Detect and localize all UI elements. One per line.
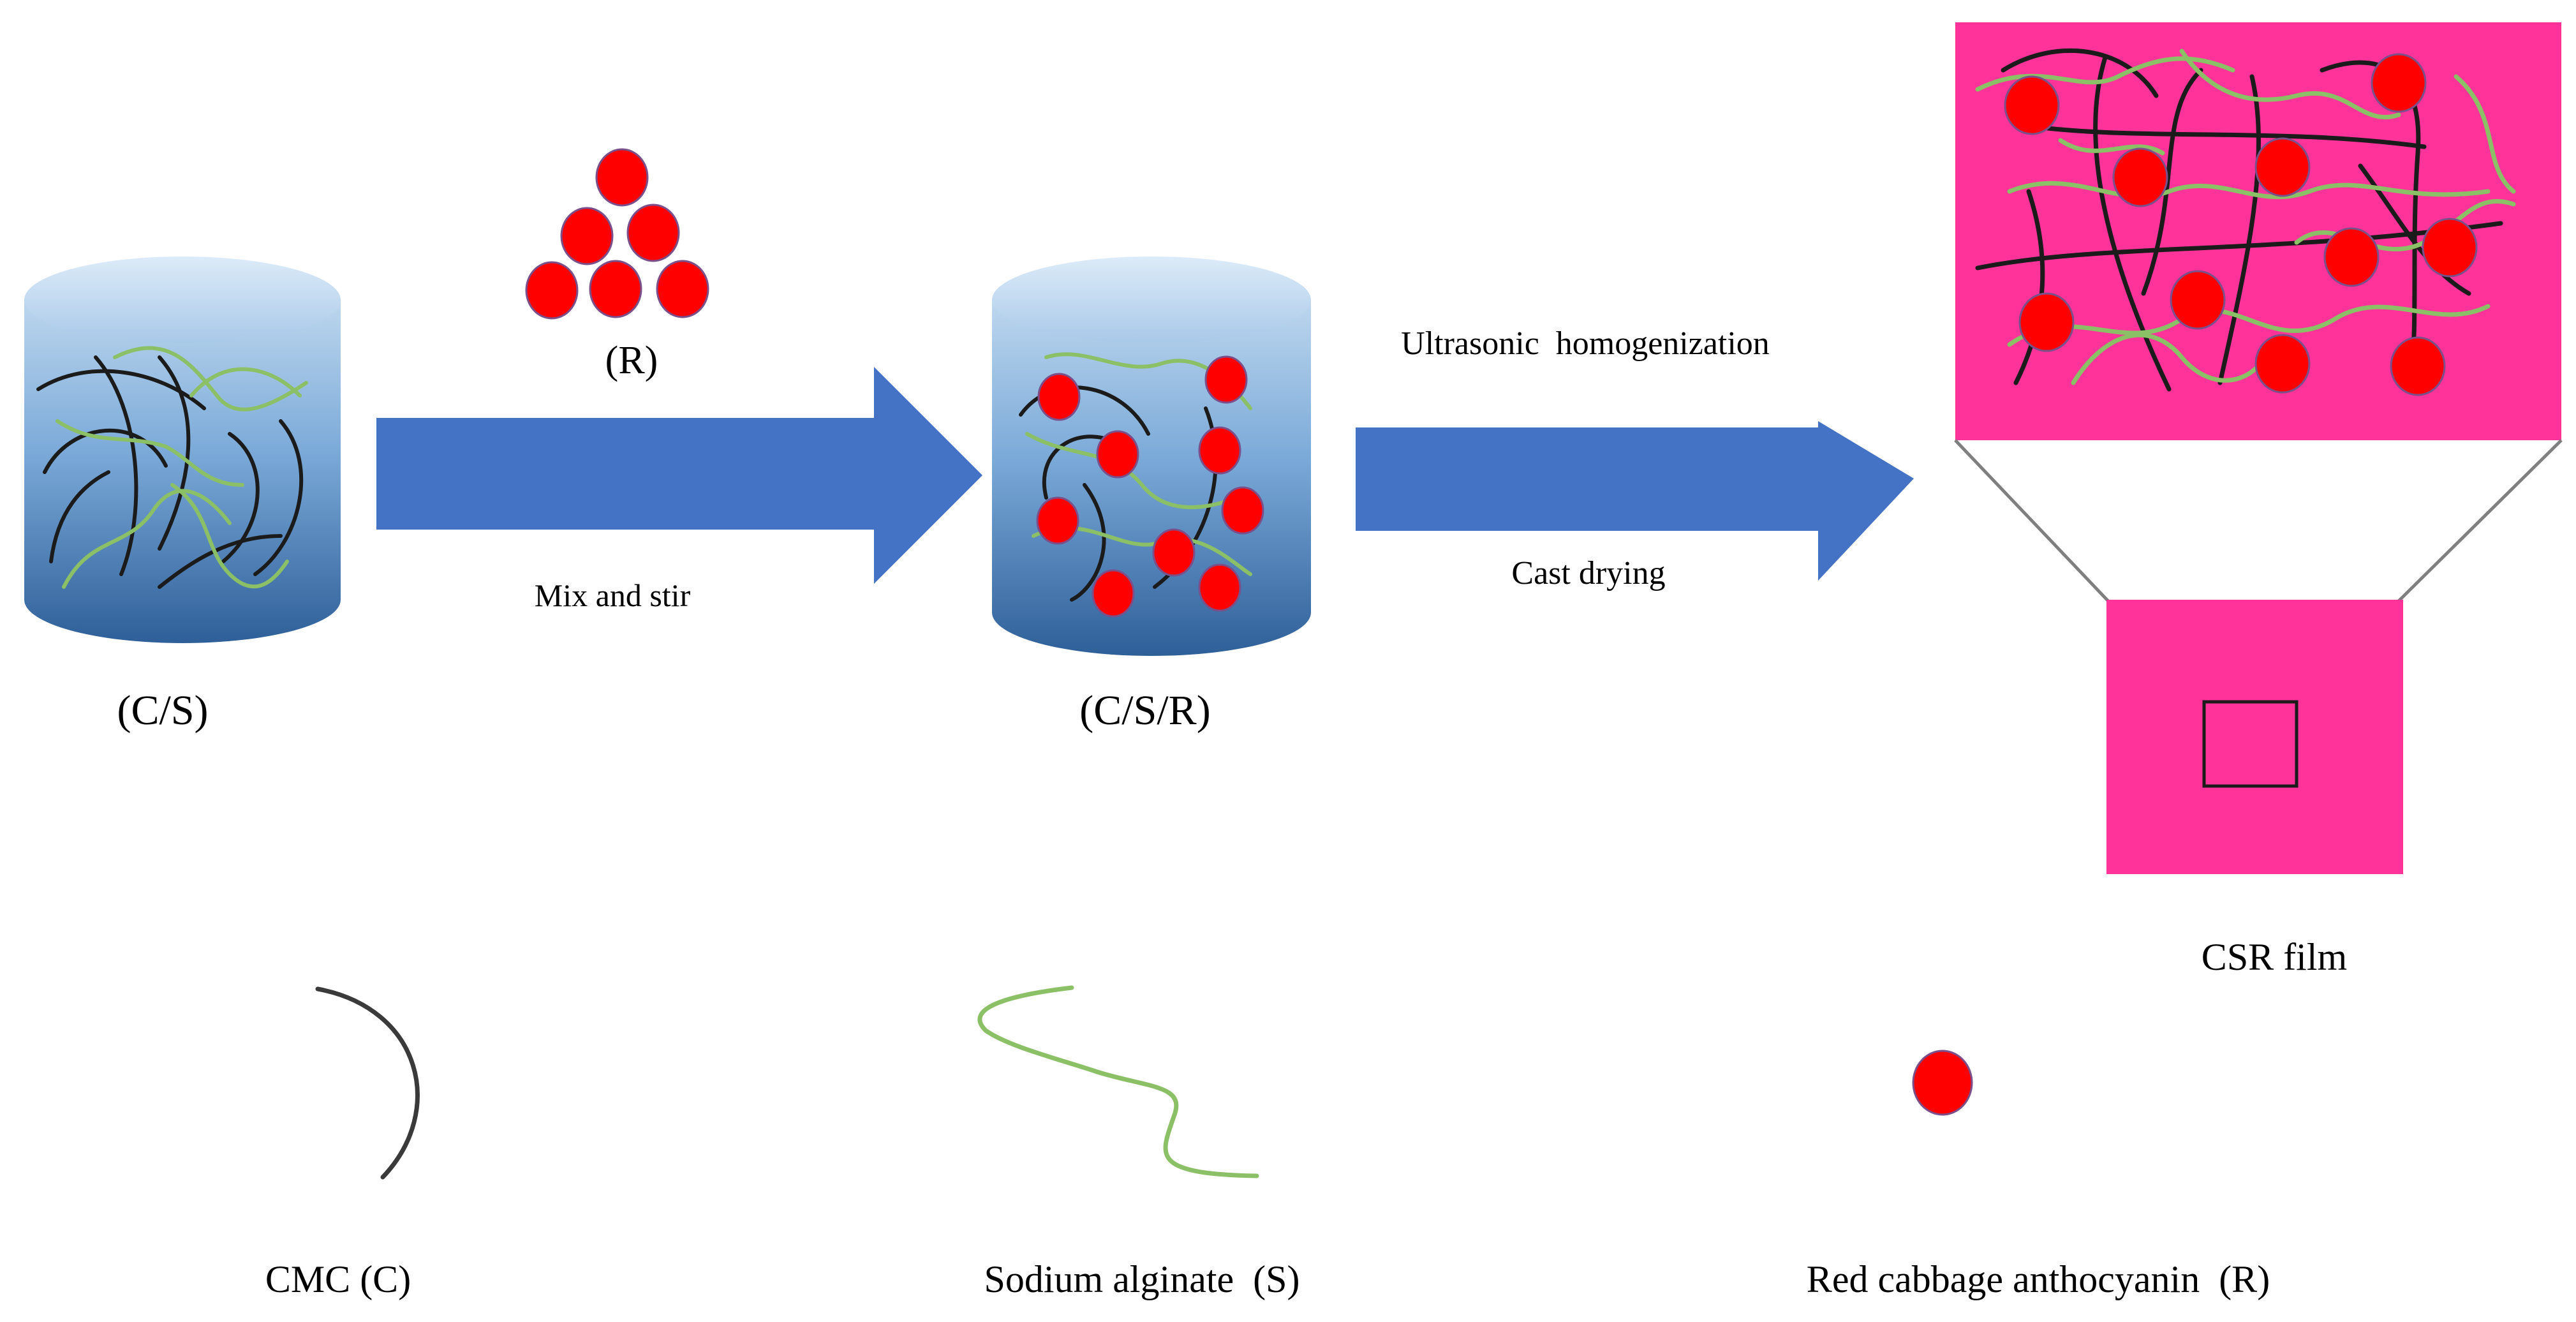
mix-step-label: Mix and stir xyxy=(535,577,691,613)
anthocyanin-particle xyxy=(1198,426,1241,475)
csr-container-label: (C/S/R) xyxy=(1079,687,1210,734)
homogenization-arrow xyxy=(1356,421,1914,581)
anthocyanin-particle xyxy=(2112,147,2168,207)
anthocyanin-particle xyxy=(589,260,642,318)
anthocyanin-particle xyxy=(2170,270,2226,330)
cast-step-label: Cast drying xyxy=(1511,555,1665,591)
anthocyanin-particle xyxy=(1204,355,1248,404)
cs-container-top xyxy=(24,256,341,343)
cs-container-body xyxy=(24,300,341,643)
anthocyanin-particle xyxy=(2371,53,2427,113)
alginate-legend-label: Sodium alginate (S) xyxy=(984,1258,1300,1300)
anthocyanin-legend-icon xyxy=(1912,1050,1973,1116)
anthocyanin-particle xyxy=(1198,563,1241,612)
cs-container-label: (C/S) xyxy=(117,687,208,734)
alginate-fibers xyxy=(56,346,308,589)
film-zoom-region xyxy=(2202,700,2298,788)
film-sample xyxy=(2106,600,2403,874)
csr-container xyxy=(992,256,1311,656)
cmc-fibers xyxy=(36,355,304,589)
anthocyanin-particle xyxy=(2422,218,2478,278)
cmc-legend-label: CMC (C) xyxy=(265,1258,411,1300)
csr-container-body xyxy=(992,300,1311,656)
anthocyanin-particle xyxy=(2254,137,2311,197)
cmc-legend-icon xyxy=(315,986,420,1180)
anthocyanin-particle xyxy=(595,148,649,207)
film-zoom xyxy=(1955,22,2561,440)
alginate-legend-icon xyxy=(977,985,1259,1178)
anthocyanin-pyramid xyxy=(525,148,709,320)
anthocyanin-particle xyxy=(2390,336,2446,396)
anthocyanin-particle xyxy=(1096,430,1139,479)
anthocyanin-particle xyxy=(626,204,680,262)
anthocyanin-particle xyxy=(1036,496,1079,545)
anthocyanin-particle xyxy=(656,260,709,318)
anthocyanin-particle xyxy=(2004,75,2060,135)
anthocyanin-particle xyxy=(560,207,614,265)
anthocyanin-legend-label: Red cabbage anthocyanin (R) xyxy=(1807,1258,2270,1300)
anthocyanin-particle xyxy=(2018,292,2075,352)
anthocyanin-particle xyxy=(1221,486,1264,535)
r-group-label: (R) xyxy=(605,339,658,382)
anthocyanin-particle xyxy=(2254,334,2311,394)
anthocyanin-particle xyxy=(1037,373,1081,421)
anthocyanin-particle xyxy=(1152,528,1195,577)
mix-arrow xyxy=(376,367,982,584)
anthocyanin-particle xyxy=(1092,569,1135,618)
anthocyanin-particle xyxy=(2323,227,2380,287)
ultrasonic-step-label: Ultrasonic homogenization xyxy=(1401,325,1770,362)
film-label: CSR film xyxy=(2202,936,2347,978)
anthocyanin-particle xyxy=(525,261,579,320)
csr-container-top xyxy=(992,256,1311,343)
cs-container xyxy=(24,256,341,643)
